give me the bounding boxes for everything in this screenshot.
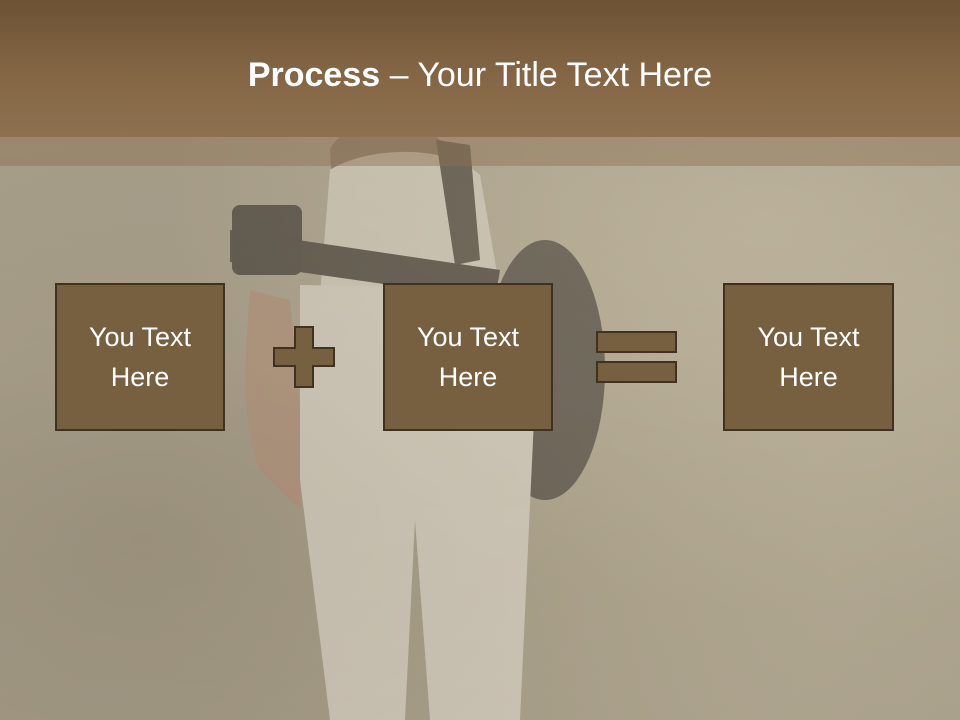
- process-box-2-text: You Text Here: [416, 322, 520, 392]
- process-box-2: You Text Here: [383, 283, 553, 431]
- process-box-3: You Text Here: [723, 283, 894, 431]
- process-box-1: You Text Here: [55, 283, 225, 431]
- equals-icon: [596, 331, 677, 383]
- title-dash: –: [380, 56, 418, 94]
- process-box-3-text: You Text Here: [757, 322, 860, 392]
- plus-icon: [273, 326, 335, 388]
- title-bar-band: [0, 137, 960, 166]
- title-bar: [0, 0, 960, 137]
- slide-title: Process – Your Title Text Here: [0, 52, 960, 98]
- title-rest: Your Title Text Here: [417, 56, 713, 94]
- title-bold: Process: [247, 56, 381, 94]
- process-box-1-text: You Text Here: [88, 322, 192, 392]
